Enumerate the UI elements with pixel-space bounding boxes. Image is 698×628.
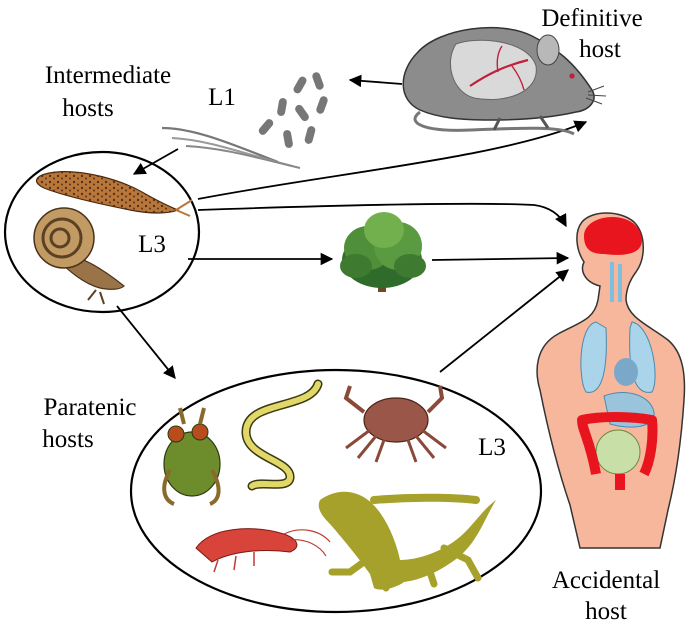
intermediate-hosts-label-2: hosts (62, 95, 113, 122)
crab-icon (343, 385, 447, 463)
definitive-host-label-2: host (579, 36, 621, 63)
human-body-icon (536, 212, 686, 549)
arrow-intermediate-to-paratenic (116, 305, 176, 379)
arrow-intermediate-to-human (197, 202, 567, 228)
accidental-host-label-2: host (585, 598, 627, 625)
larvae-icon (161, 72, 328, 169)
shrimp-icon (195, 528, 331, 573)
paratenic-hosts-ellipse (129, 368, 543, 614)
paratenic-hosts-label-2: hosts (42, 426, 93, 453)
slug-icon (35, 171, 193, 217)
definitive-host-label-1: Definitive (541, 5, 642, 32)
accidental-host-label-1: Accidental (552, 567, 660, 594)
rat-icon (402, 26, 607, 136)
arrow-paratenic-to-human (439, 269, 569, 373)
arrow-intermediate-to-rat (197, 120, 588, 200)
snail-icon (33, 207, 125, 305)
stage-l1-label: L1 (208, 84, 236, 111)
arrow-lettuce-to-human (431, 251, 570, 265)
lettuce-icon (340, 212, 426, 292)
intermediate-hosts-label-1: Intermediate (45, 62, 171, 89)
intermediate-hosts-ellipse (3, 150, 201, 314)
frog-icon (162, 407, 221, 506)
lizard-icon (318, 491, 496, 592)
arrow-rat-to-l1 (348, 74, 403, 88)
paratenic-hosts-label-1: Paratenic (43, 394, 136, 421)
arrow-l1-to-slug (132, 148, 179, 175)
stage-l3-paratenic-label: L3 (478, 434, 506, 461)
flatworm-icon (241, 379, 323, 491)
stage-l3-intermediate-label: L3 (138, 231, 166, 258)
